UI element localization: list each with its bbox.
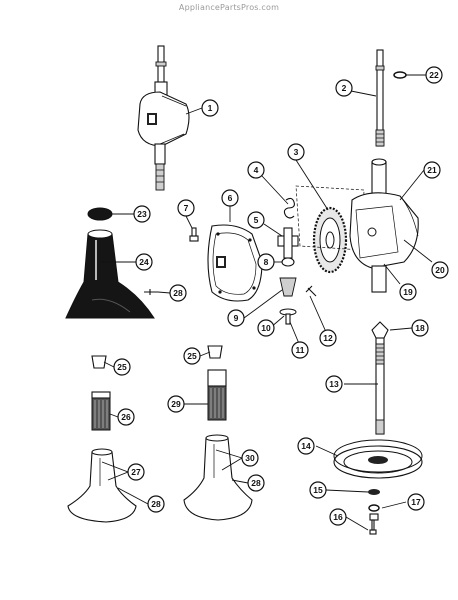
svg-text:5: 5 — [254, 215, 259, 225]
svg-text:3: 3 — [294, 147, 299, 157]
svg-text:25: 25 — [117, 362, 127, 372]
callout-26: 26 — [117, 408, 135, 426]
callout-6: 6 — [221, 189, 239, 207]
svg-text:18: 18 — [415, 323, 425, 333]
part-agitator-kit-right — [183, 345, 253, 521]
callout-2: 2 — [335, 79, 353, 97]
part-large-gear — [295, 185, 365, 274]
callout-17: 17 — [407, 493, 425, 511]
callout-4: 4 — [247, 161, 265, 179]
svg-text:20: 20 — [435, 265, 445, 275]
part-shaft-and-ring — [375, 49, 407, 147]
part-screw-7 — [189, 227, 199, 242]
callout-5: 5 — [247, 211, 265, 229]
svg-text:2: 2 — [342, 83, 347, 93]
svg-text:27: 27 — [131, 467, 141, 477]
svg-text:1: 1 — [208, 103, 213, 113]
part-pulley — [333, 439, 423, 479]
svg-text:28: 28 — [151, 499, 161, 509]
callout-14: 14 — [297, 437, 315, 455]
svg-text:4: 4 — [254, 165, 259, 175]
callout-29: 29 — [167, 395, 185, 413]
callout-30: 30 — [241, 449, 259, 467]
callout-25-left: 25 — [113, 358, 131, 376]
part-transmission-assembly — [137, 45, 190, 191]
callout-1: 1 — [201, 99, 219, 117]
callout-28-left: 28 — [147, 495, 165, 513]
part-agitator-kit-left — [67, 355, 137, 523]
callout-9: 9 — [227, 309, 245, 327]
callout-11: 11 — [291, 341, 309, 359]
part-gearcase-housing — [349, 158, 419, 293]
svg-text:10: 10 — [261, 323, 271, 333]
part-agitator-shaft — [371, 321, 389, 435]
callout-28-right: 28 — [247, 474, 265, 492]
part-cover-plate — [207, 224, 263, 302]
svg-text:8: 8 — [264, 257, 269, 267]
svg-text:29: 29 — [171, 399, 181, 409]
svg-text:6: 6 — [228, 193, 233, 203]
svg-text:25: 25 — [187, 351, 197, 361]
part-gear-stack — [277, 197, 317, 325]
part-small-fasteners — [368, 489, 380, 535]
svg-text:7: 7 — [184, 203, 189, 213]
callout-16: 16 — [329, 508, 347, 526]
callout-10: 10 — [257, 319, 275, 337]
callout-28-top: 28 — [169, 284, 187, 302]
svg-text:17: 17 — [411, 497, 421, 507]
svg-text:23: 23 — [137, 209, 147, 219]
callout-23: 23 — [133, 205, 151, 223]
svg-text:21: 21 — [427, 165, 437, 175]
svg-text:15: 15 — [313, 485, 323, 495]
svg-text:13: 13 — [329, 379, 339, 389]
callout-24: 24 — [135, 253, 153, 271]
callout-19: 19 — [399, 283, 417, 301]
callout-8: 8 — [257, 253, 275, 271]
svg-text:14: 14 — [301, 441, 311, 451]
svg-text:16: 16 — [333, 512, 343, 522]
svg-text:30: 30 — [245, 453, 255, 463]
callout-12: 12 — [319, 329, 337, 347]
callout-7: 7 — [177, 199, 195, 217]
svg-text:12: 12 — [323, 333, 333, 343]
svg-text:9: 9 — [234, 313, 239, 323]
svg-text:28: 28 — [173, 288, 183, 298]
callout-20: 20 — [431, 261, 449, 279]
callout-25-right: 25 — [183, 347, 201, 365]
callout-27: 27 — [127, 463, 145, 481]
callout-21: 21 — [423, 161, 441, 179]
svg-text:26: 26 — [121, 412, 131, 422]
svg-text:24: 24 — [139, 257, 149, 267]
svg-text:11: 11 — [296, 345, 305, 355]
svg-text:22: 22 — [429, 70, 439, 80]
svg-text:19: 19 — [403, 287, 413, 297]
callout-13: 13 — [325, 375, 343, 393]
callout-3: 3 — [287, 143, 305, 161]
callout-15: 15 — [309, 481, 327, 499]
callout-22: 22 — [425, 66, 443, 84]
site-watermark: AppliancePartsPros.com — [178, 3, 280, 12]
part-agitator-base-dark — [65, 207, 158, 319]
svg-text:28: 28 — [251, 478, 261, 488]
callout-18: 18 — [411, 319, 429, 337]
